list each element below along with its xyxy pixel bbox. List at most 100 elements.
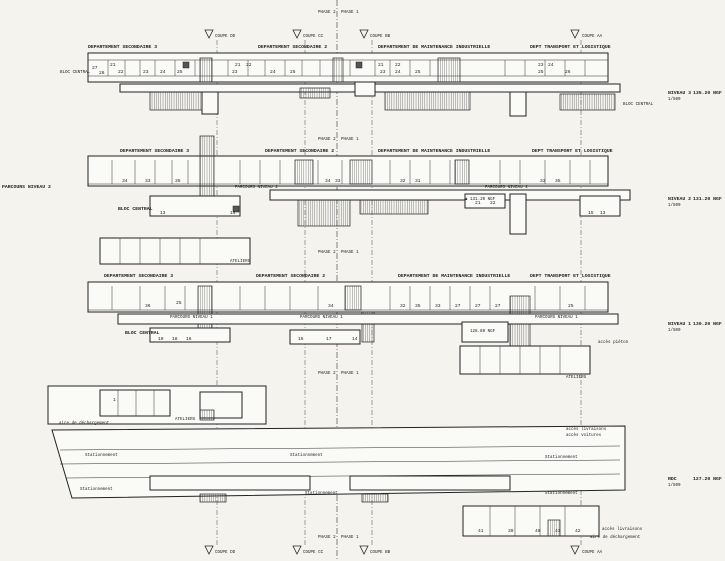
room-number: 24 — [160, 69, 166, 75]
cut-aa-top: COUPE AA — [582, 35, 603, 39]
room-number: 34 — [122, 178, 128, 184]
ateliers-label: ATELIERS — [175, 418, 196, 422]
level-elevation: 131.20 NGF — [693, 196, 722, 202]
parking-label: Stationnement — [305, 491, 338, 496]
cut-cc-top: COUPE CC — [303, 35, 324, 39]
parcours-label: PARCOURS NIVEAU 1 — [300, 316, 343, 320]
room-number: 19 — [158, 336, 164, 342]
room-number: 21 — [235, 62, 241, 68]
plan-niveau-2: DEPARTEMENT SECONDAIRE 3 DEPARTEMENT SEC… — [2, 135, 722, 235]
room-number: 14 — [230, 210, 236, 216]
room-number: 22 — [395, 62, 401, 68]
cut-dd-bottom: COUPE DD — [215, 551, 236, 555]
room-number: 24 — [395, 69, 401, 75]
room-number: 23 — [538, 62, 544, 68]
cut-aa-bottom: COUPE AA — [582, 551, 603, 555]
room-number: 33 — [145, 178, 151, 184]
cut-arrow-icon — [359, 545, 369, 555]
ateliers-block-upper: ATELIERS — [99, 237, 251, 265]
room-number: 25 — [177, 69, 183, 75]
cut-cc-bottom: COUPE CC — [303, 551, 324, 555]
room-number: 22 — [246, 62, 252, 68]
room-number: 16 — [186, 336, 192, 342]
room-number: 40 — [535, 528, 541, 534]
parking-label: Stationnement — [545, 455, 578, 460]
room-number: 27 — [92, 65, 98, 71]
cut-arrow-icon — [292, 545, 302, 555]
room-number: 26 — [99, 70, 105, 76]
room-number: 32 — [400, 303, 406, 309]
level-scale: 1/500 — [668, 328, 681, 333]
room-number: 14 — [352, 336, 358, 342]
room-number: 21 — [110, 62, 116, 68]
plan-niveau-1: DEPARTEMENT SECONDAIRE 3 DEPARTEMENT SEC… — [87, 273, 722, 380]
room-number: 26 — [565, 69, 571, 75]
dept-label: DEPARTEMENT DE MAINTENANCE INDUSTRIELLE — [378, 44, 490, 50]
access-pieton-label: accès piéton — [598, 340, 629, 345]
building-outline — [87, 155, 609, 187]
level-scale: 1/500 — [668, 97, 681, 102]
room-number: 27 — [455, 303, 461, 309]
level-scale: 1/500 — [668, 203, 681, 208]
room-number: 25 — [538, 69, 544, 75]
dept-label: DEPARTEMENT SECONDAIRE 3 — [104, 273, 173, 279]
dept-label: DEPARTEMENT SECONDAIRE 3 — [88, 44, 157, 50]
dept-label: DEPT TRANSPORT ET LOGISTIQUE — [530, 273, 611, 279]
dept-label: DEPARTEMENT DE MAINTENANCE INDUSTRIELLE — [378, 148, 490, 154]
section-cut-markers-top: COUPE DD COUPE CC COUPE BB COUPE AA — [204, 29, 603, 39]
cut-bb-bottom: COUPE BB — [370, 551, 391, 555]
phase2-label-rdc: PHASE 2 — [318, 372, 336, 376]
room-number: 1 — [113, 397, 116, 403]
room-number: 21 — [475, 200, 481, 206]
parking-label: Stationnement — [290, 453, 323, 458]
parking-label: Stationnement — [545, 491, 578, 496]
building-outline — [87, 52, 609, 83]
level-elevation: 135.20 NGF — [693, 90, 722, 96]
room-number: 27 — [495, 303, 501, 309]
room-number: 35 — [175, 178, 181, 184]
room-number: 22 — [490, 200, 496, 206]
room-number: 23 — [380, 69, 386, 75]
level-label: NIVEAU 2 — [668, 196, 691, 202]
room-number: 43 — [555, 528, 561, 534]
room-number: 36 — [145, 303, 151, 309]
cut-arrow-icon — [204, 29, 214, 39]
room-number: 32 — [400, 178, 406, 184]
access-voitures-label: accès voitures — [566, 433, 602, 438]
cut-arrow-icon — [570, 29, 580, 39]
room-number: 18 — [172, 336, 178, 342]
dept-label: DEPARTEMENT SECONDAIRE 2 — [265, 148, 334, 154]
dept-label: DEPARTEMENT DE MAINTENANCE INDUSTRIELLE — [398, 273, 510, 279]
level-label: NIVEAU 3 — [668, 90, 691, 96]
inner-elevation-label: 128.80 NGF — [470, 330, 496, 334]
room-number: 13 — [600, 210, 606, 216]
bloc-central-label: BLOC CENTRAL — [623, 103, 654, 107]
parcours-label: PARCOURS NIVEAU 1 — [535, 316, 578, 320]
room-number: 25 — [290, 69, 296, 75]
unloading-area-label: aire de déchargement — [59, 421, 110, 426]
dept-label: DEPT TRANSPORT ET LOGISTIQUE — [530, 44, 611, 50]
room-number: 33 — [540, 178, 546, 184]
dept-label: DEPARTEMENT SECONDAIRE 2 — [258, 44, 327, 50]
parcours-label: PARCOURS NIVEAU 2 — [2, 184, 51, 190]
inner-elevation-label: ▲ 131.20 NGF — [465, 197, 496, 202]
room-number: 25 — [415, 69, 421, 75]
parcours-label: PARCOURS NIVEAU 1 — [170, 316, 213, 320]
dept-label: DEPARTEMENT SECONDAIRE 2 — [256, 273, 325, 279]
plan-niveau-3: DEPARTEMENT SECONDAIRE 3 DEPARTEMENT SEC… — [60, 44, 722, 117]
room-number: 25 — [568, 303, 574, 309]
bloc-central-label: BLOC CENTRAL — [118, 206, 153, 212]
room-number: 41 — [478, 528, 484, 534]
level-label: RDC — [668, 476, 677, 482]
phase2-label-n1: PHASE 2 — [318, 251, 336, 255]
room-number: 34 — [325, 178, 331, 184]
room-number: 34 — [328, 303, 334, 309]
level-label: NIVEAU 1 — [668, 321, 691, 327]
level-elevation: 127.20 NGF — [693, 476, 722, 482]
room-number: 33 — [335, 178, 341, 184]
room-number: 23 — [143, 69, 149, 75]
level-scale: 1/500 — [668, 483, 681, 488]
room-number: 13 — [160, 210, 166, 216]
phase1-label-rdc: PHASE 1 — [341, 372, 359, 376]
access-livraisons-label: accès livraisons — [566, 427, 607, 432]
